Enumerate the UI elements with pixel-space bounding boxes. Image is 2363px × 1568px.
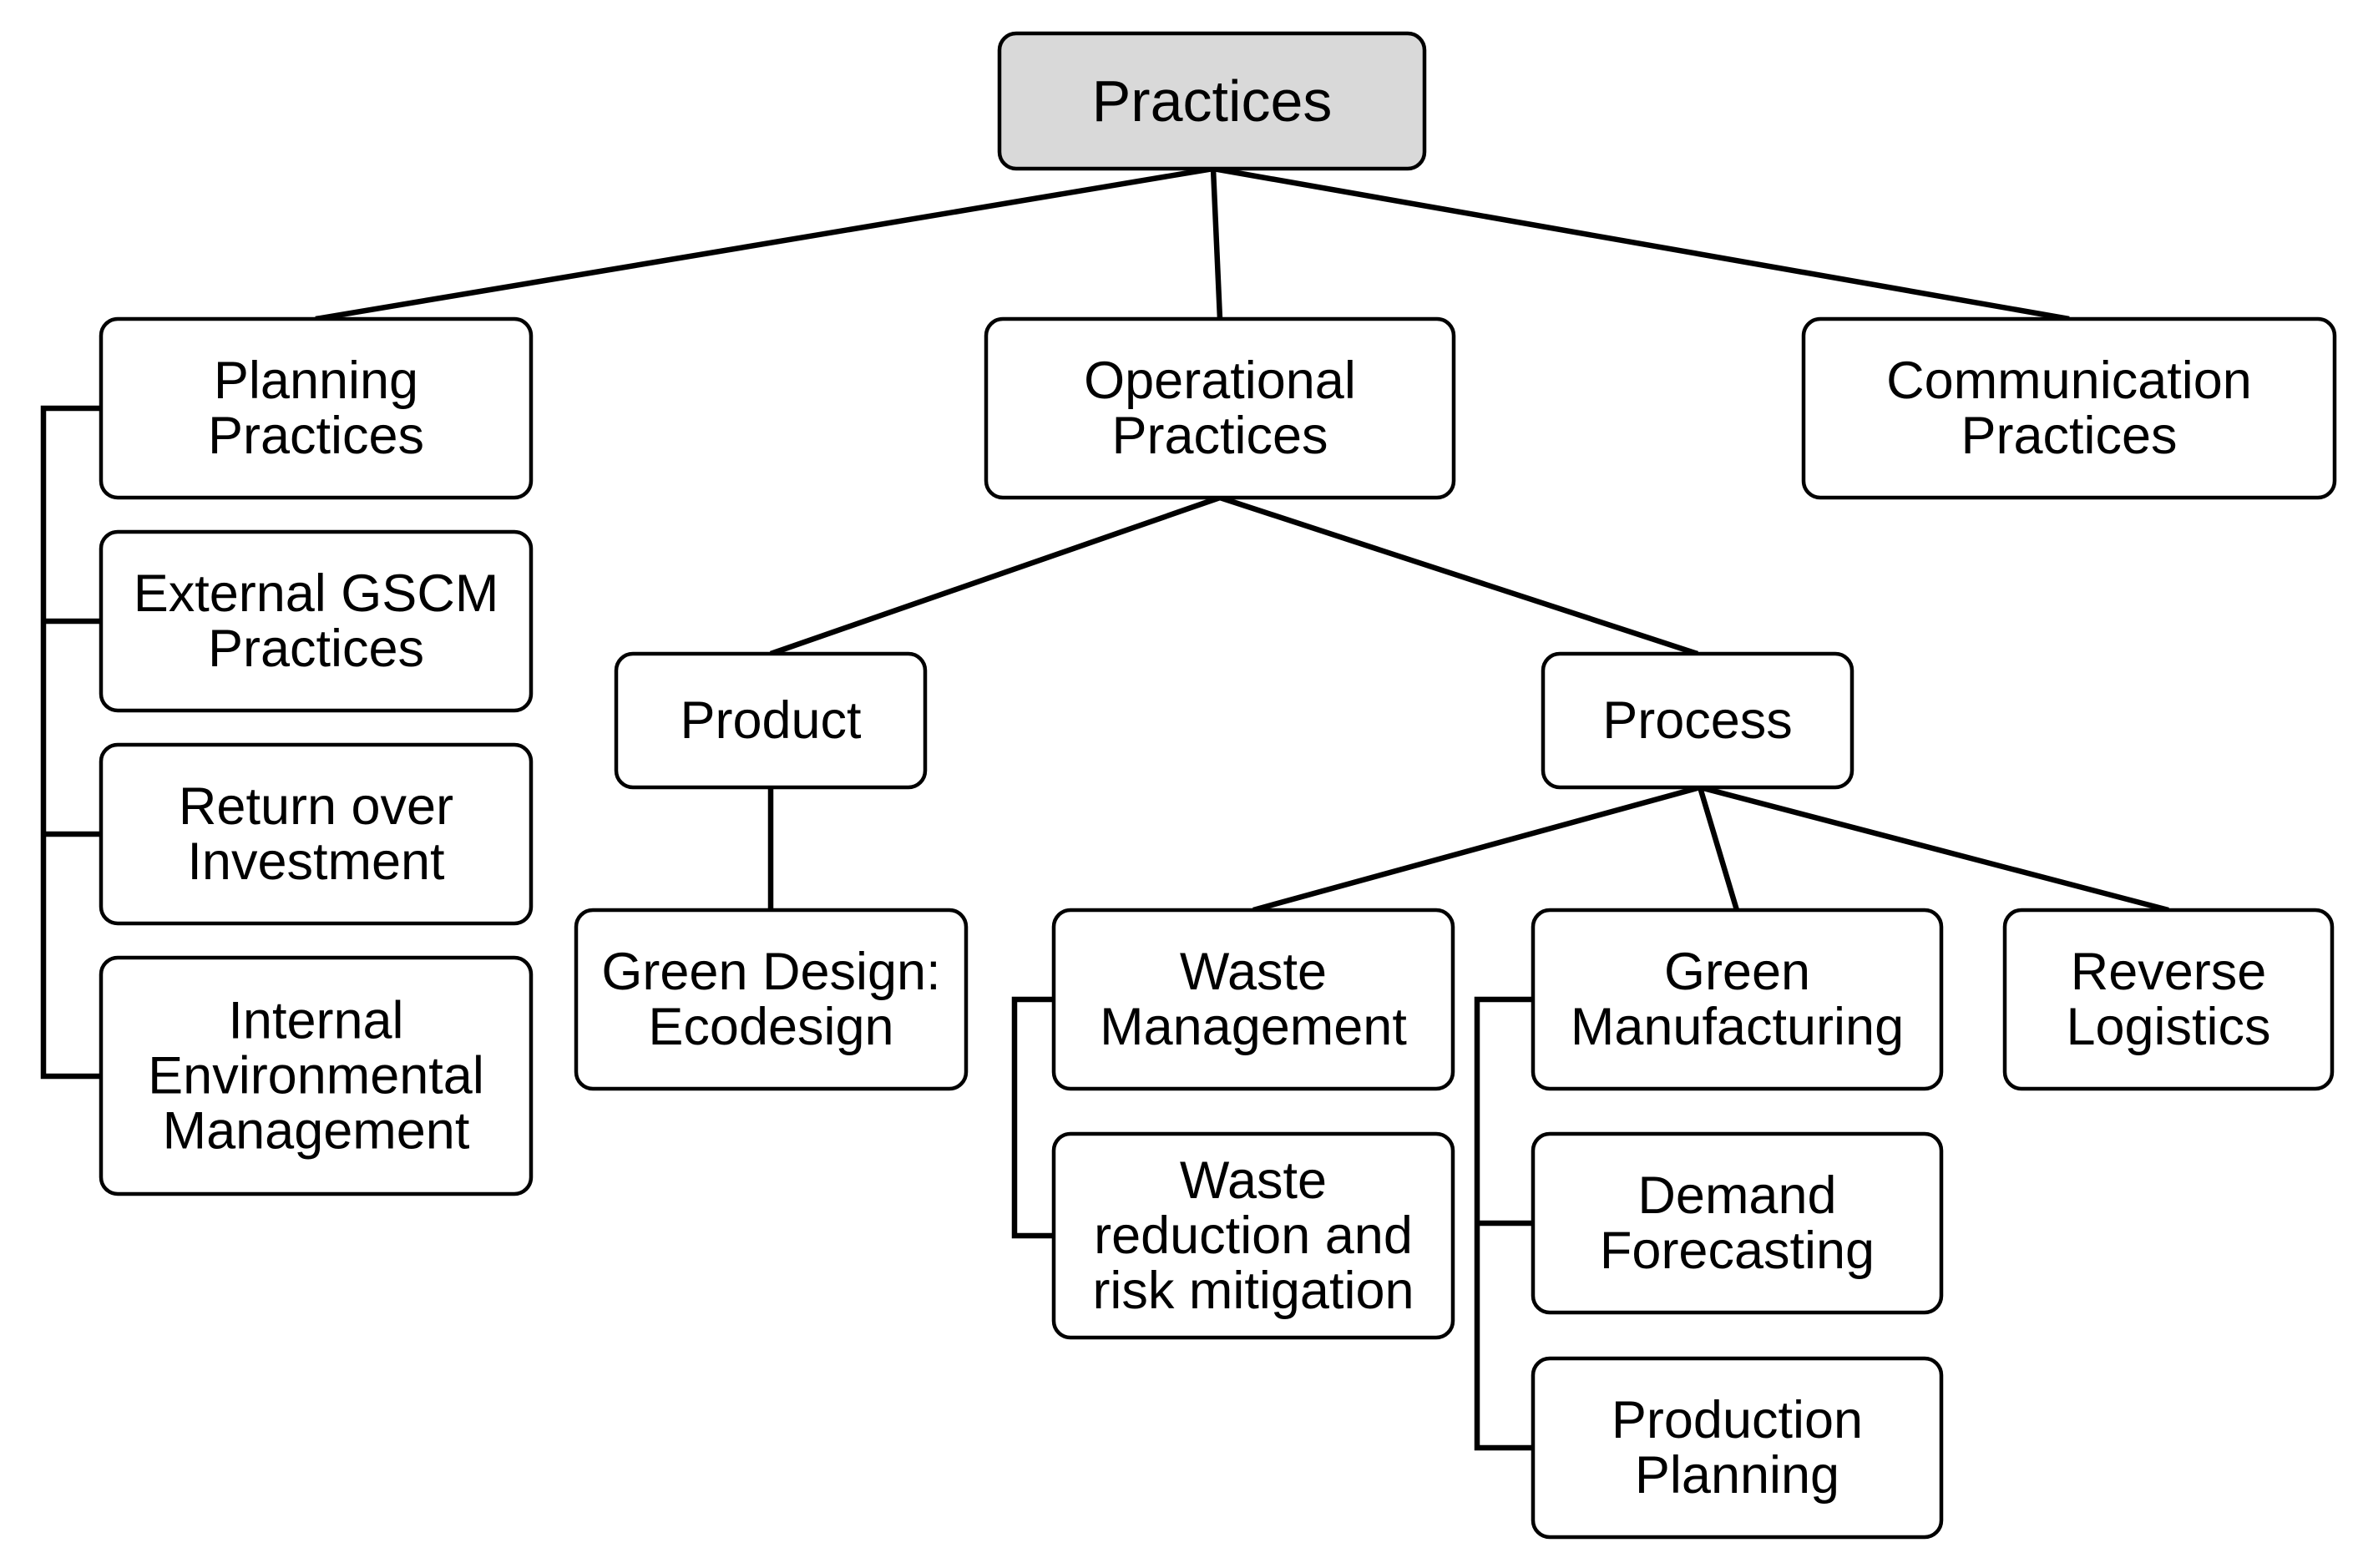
node-demand-forecasting-label-line: Demand xyxy=(1637,1166,1836,1225)
node-waste-reduction-risk-mitigation-label-line: risk mitigation xyxy=(1092,1262,1414,1320)
edge-practices-planning xyxy=(315,165,1214,322)
node-return-over-investment-label-line: Investment xyxy=(187,832,445,891)
node-planning-practices-label-line: Practices xyxy=(208,407,424,465)
node-green-manufacturing-label-line: Manufacturing xyxy=(1571,998,1904,1056)
node-product: Product xyxy=(614,651,928,790)
node-external-gscm-practices-label-line: Practices xyxy=(208,620,424,678)
node-communication-practices-label-line: Communication xyxy=(1886,352,2252,410)
node-waste-reduction-risk-mitigation-box xyxy=(1051,1131,1455,1340)
edge-operational-product xyxy=(769,494,1222,657)
node-demand-forecasting-label-line: Forecasting xyxy=(1600,1222,1875,1280)
node-return-over-investment-box xyxy=(99,742,534,926)
node-operational-practices-box xyxy=(984,316,1456,500)
node-waste-management-label-line: Management xyxy=(1100,998,1407,1056)
node-process-label-line: Process xyxy=(1602,691,1793,750)
node-practices: Practices xyxy=(997,31,1427,171)
node-green-design-ecodesign: Green Design:Ecodesign xyxy=(574,908,969,1091)
node-internal-environmental-mgmt-box xyxy=(99,955,534,1196)
node-communication-practices-label-line: Practices xyxy=(1961,407,2177,465)
node-communication-practices-box xyxy=(1801,316,2337,500)
node-internal-environmental-mgmt-label-line: Management xyxy=(163,1102,470,1161)
node-green-design-ecodesign-label-line: Ecodesign xyxy=(648,998,893,1056)
node-demand-forecasting-box xyxy=(1531,1131,1944,1315)
connector-lines xyxy=(40,165,2169,1451)
edge-process-greenmfg xyxy=(1697,787,1740,911)
node-internal-environmental-mgmt-label-line: Environmental xyxy=(148,1047,484,1105)
node-product-box xyxy=(614,651,928,790)
node-external-gscm-practices-box xyxy=(99,529,534,713)
node-green-manufacturing-label-line: Green xyxy=(1664,943,1810,1001)
node-production-planning-label-line: Production xyxy=(1612,1391,1863,1449)
node-external-gscm-practices-label-line: External GSCM xyxy=(134,564,499,623)
edge-operational-process xyxy=(1218,494,1699,657)
edge-process-reverse xyxy=(1699,784,2169,913)
node-practices-label-line: Practices xyxy=(1092,68,1333,134)
edge-practices-operational xyxy=(1210,168,1223,320)
node-reverse-logistics-box xyxy=(2002,908,2335,1091)
node-internal-environmental-mgmt-label-line: Internal xyxy=(228,992,403,1050)
node-return-over-investment-label-line: Return over xyxy=(179,777,453,836)
node-green-design-ecodesign-label: Green Design:Ecodesign xyxy=(601,943,940,1056)
node-operational-practices-label-line: Operational xyxy=(1084,352,1356,410)
node-operational-practices-label-line: Practices xyxy=(1111,407,1328,465)
node-green-design-ecodesign-box xyxy=(574,908,969,1091)
node-waste-reduction-risk-mitigation-label-line: reduction and xyxy=(1094,1206,1413,1265)
node-planning-practices-box xyxy=(99,316,534,500)
node-reverse-logistics-label-line: Reverse xyxy=(2071,943,2267,1001)
node-production-planning-box xyxy=(1531,1356,1944,1540)
node-practices-label: Practices xyxy=(1092,68,1333,134)
edge-practices-communication xyxy=(1212,165,2070,322)
node-waste-reduction-risk-mitigation-label-line: Waste xyxy=(1180,1151,1327,1210)
node-product-label: Product xyxy=(680,691,862,750)
node-process-label: Process xyxy=(1602,691,1793,750)
bracket-planning xyxy=(40,405,101,1080)
node-product-label-line: Product xyxy=(680,691,862,750)
node-reverse-logistics-label-line: Logistics xyxy=(2066,998,2270,1056)
node-process: Process xyxy=(1541,651,1854,790)
node-production-planning-label-line: Planning xyxy=(1635,1446,1839,1505)
node-green-manufacturing-box xyxy=(1531,908,1944,1091)
bracket-waste xyxy=(1011,996,1054,1239)
node-practices-box xyxy=(997,31,1427,171)
node-waste-management-label-line: Waste xyxy=(1180,943,1327,1001)
node-green-design-ecodesign-label-line: Green Design: xyxy=(601,943,940,1001)
node-planning-practices-label-line: Planning xyxy=(214,352,418,410)
node-waste-management-box xyxy=(1051,908,1455,1091)
node-process-box xyxy=(1541,651,1854,790)
edge-process-waste xyxy=(1252,784,1701,913)
